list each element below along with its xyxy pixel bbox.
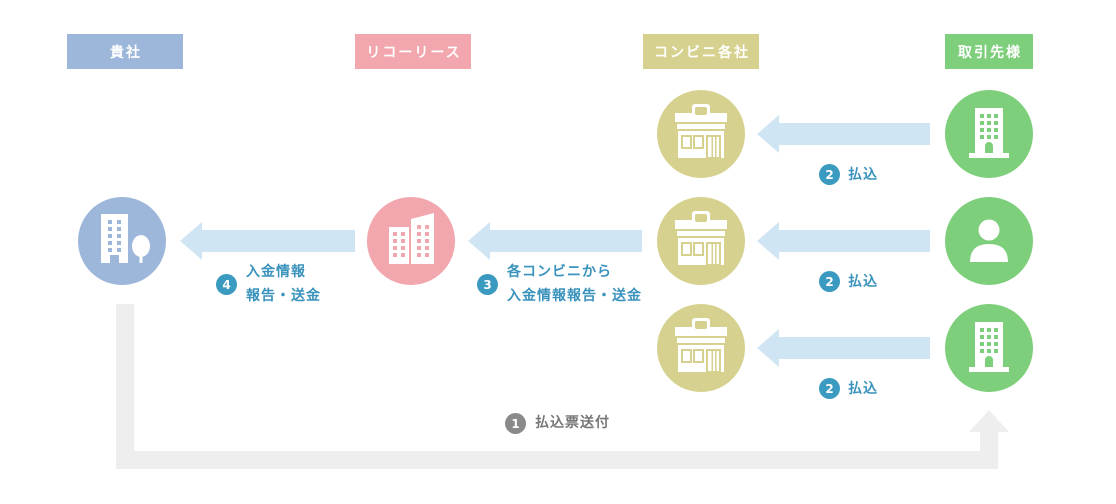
step-4-badge: 4: [216, 274, 237, 295]
step-2-label: 払込: [848, 274, 878, 290]
step-2-badge: 2: [819, 378, 840, 399]
header-ricoh-leasing-label: リコーリース: [366, 44, 462, 61]
step-4-label-line-1: 入金情報: [246, 264, 306, 280]
header-customers-label: 取引先様: [958, 44, 1022, 61]
step-2-badge: 2: [819, 164, 840, 185]
convenience-store-icon: [657, 197, 745, 285]
person-icon: [945, 197, 1033, 285]
step-2-label: 払込: [848, 167, 878, 183]
payment-slip-delivery-arrow: [116, 304, 1009, 469]
step-3-label-line-1: 各コンビニから: [507, 264, 612, 280]
step-1-label: 払込票送付: [535, 415, 610, 431]
payment-arrow-3: [757, 329, 930, 367]
step-4-label-line-2: 報告・送金: [246, 288, 321, 304]
step-1-badge: 1: [505, 413, 526, 434]
convenience-store-icon: [657, 304, 745, 392]
building-with-tree-icon: [78, 197, 166, 285]
step-3-badge: 3: [477, 274, 498, 295]
header-company: 貴社: [67, 34, 183, 69]
convenience-store-icon: [657, 90, 745, 178]
customer-node-1: [945, 90, 1033, 178]
ricoh-report-arrow: [180, 222, 355, 260]
convenience-store-node-2: [657, 197, 745, 285]
convenience-store-node-1: [657, 90, 745, 178]
header-convenience-stores: コンビニ各社: [643, 34, 759, 69]
step-2-label: 払込: [848, 381, 878, 397]
step-4-label: 入金情報 報告・送金: [246, 260, 321, 308]
convenience-store-node-3: [657, 304, 745, 392]
header-customers: 取引先様: [945, 34, 1033, 69]
header-company-label: 貴社: [110, 44, 142, 61]
building-icon: [945, 304, 1033, 392]
customer-node-3: [945, 304, 1033, 392]
ricoh-leasing-node: [367, 197, 455, 285]
building-icon: [945, 90, 1033, 178]
company-node: [78, 197, 166, 285]
payment-arrow-2: [757, 222, 930, 260]
store-report-arrow: [468, 222, 642, 260]
step-2-badge: 2: [819, 271, 840, 292]
office-buildings-icon: [367, 197, 455, 285]
header-convenience-stores-label: コンビニ各社: [654, 44, 750, 61]
customer-node-2: [945, 197, 1033, 285]
step-3-label: 各コンビニから 入金情報報告・送金: [507, 260, 642, 308]
step-3-label-line-2: 入金情報報告・送金: [507, 288, 642, 304]
header-ricoh-leasing: リコーリース: [355, 34, 471, 69]
payment-arrow-1: [757, 115, 930, 153]
